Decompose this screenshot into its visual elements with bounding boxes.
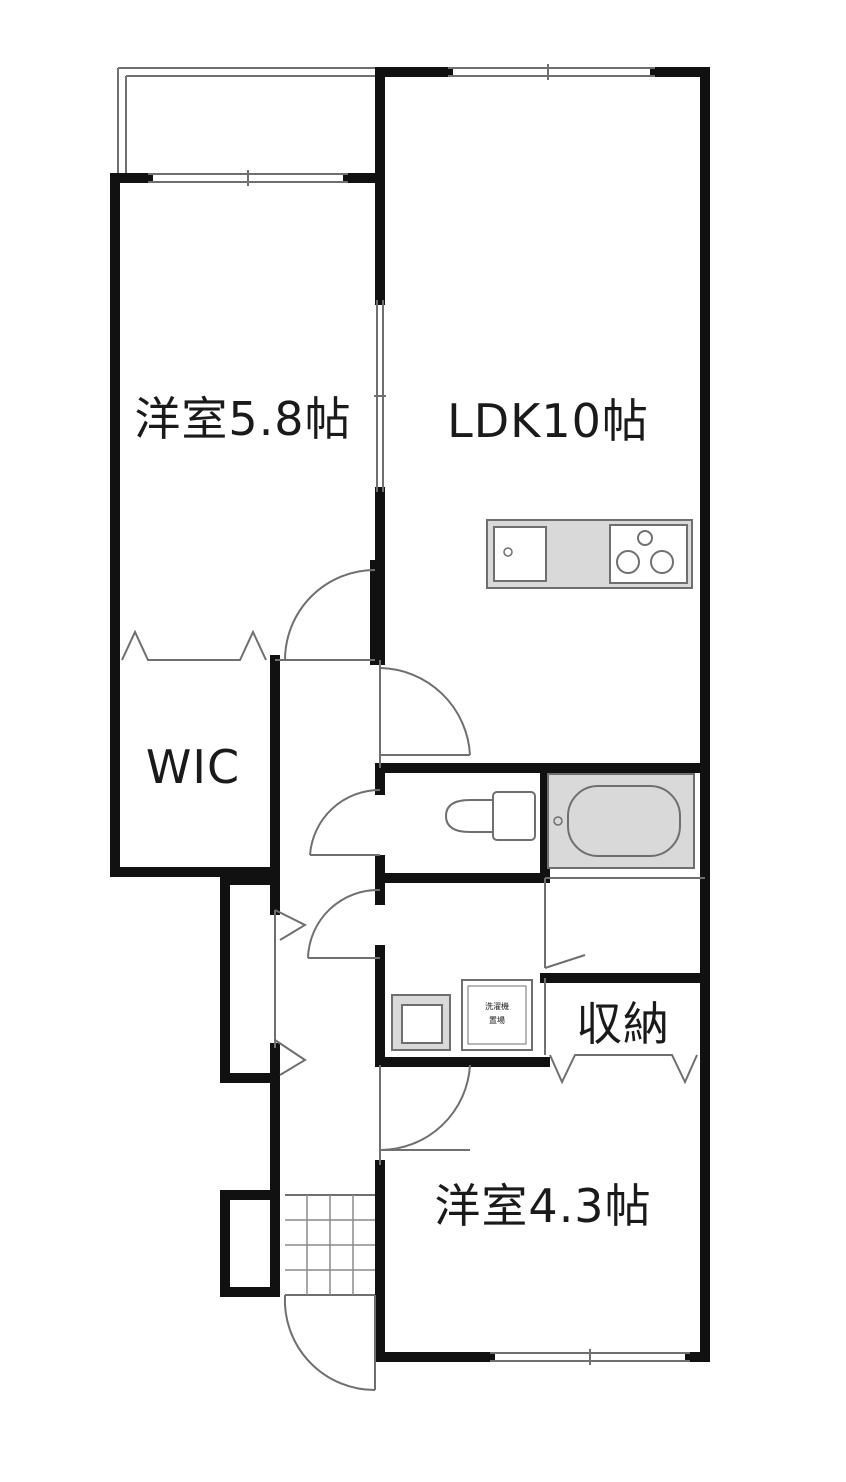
room-label-ldk: LDK10帖 (447, 394, 649, 448)
room-label-western-room-1: 洋室5.8帖 (134, 392, 351, 446)
room-label-wic: WIC (146, 740, 240, 794)
toilet-icon (444, 791, 536, 841)
entrance-tiles (285, 1195, 375, 1295)
washer-place-label-1: 洗濯機 (485, 1001, 509, 1011)
sink-icon (493, 526, 547, 582)
washer-place: 洗濯機 置場 (461, 979, 533, 1051)
walls (110, 67, 710, 1362)
washer-place-label-2: 置場 (489, 1015, 505, 1025)
room-label-storage: 収納 (576, 997, 670, 1051)
room-label-western-room-2: 洋室4.3帖 (434, 1179, 651, 1233)
kitchen-counter (486, 519, 693, 589)
washbasin-icon (391, 994, 451, 1051)
stove-icon (609, 524, 688, 584)
bathtub-icon (547, 773, 695, 869)
balcony (117, 67, 380, 176)
thin-lines (121, 64, 705, 1392)
